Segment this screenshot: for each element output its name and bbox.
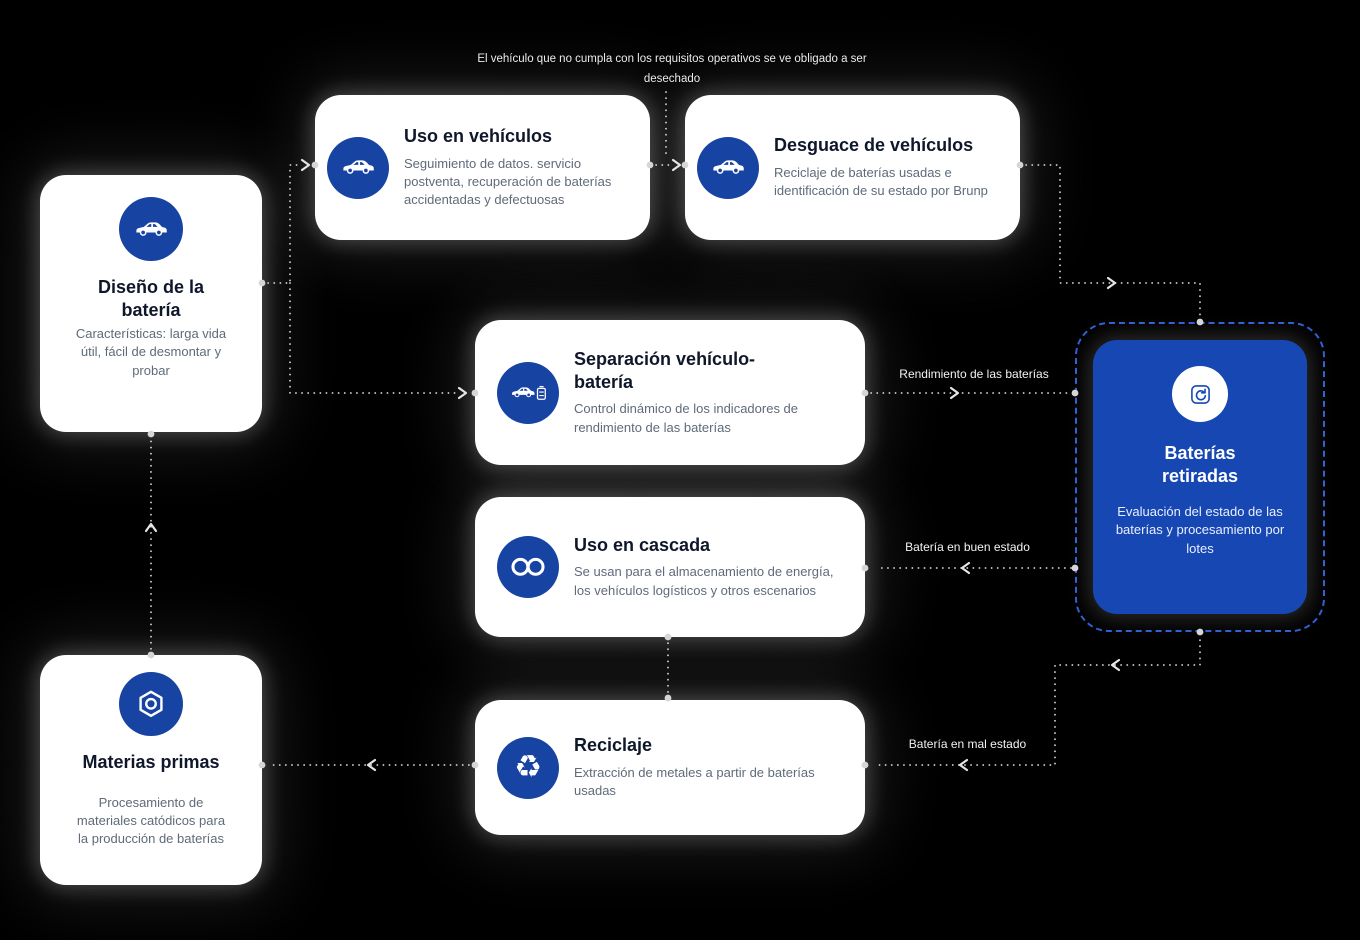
edge-desguace-to-retiradas bbox=[1019, 164, 1201, 317]
node-body: Control dinámico de los indicadores de r… bbox=[574, 401, 799, 435]
node-title: Baterías retiradas bbox=[1161, 443, 1239, 486]
node-materias-primas: Materias primas Procesamiento de materia… bbox=[40, 655, 262, 885]
node-body: Reciclaje de baterías usadas e identific… bbox=[774, 164, 988, 199]
arrow-up-icon bbox=[144, 522, 158, 533]
node-title: Uso en cascada bbox=[574, 534, 711, 555]
batch-recycle-icon bbox=[1172, 366, 1228, 422]
edge-label-buen-estado: Batería en buen estado bbox=[905, 540, 1030, 554]
node-desguace-vehiculos: Desguace de vehículos Reciclaje de bater… bbox=[685, 95, 1020, 240]
node-body: Características: larga vida útil, fácil … bbox=[75, 326, 227, 378]
node-body: Se usan para el almacenamiento de energí… bbox=[574, 564, 834, 598]
node-uso-en-cascada: Uso en cascada Se usan para el almacenam… bbox=[475, 497, 865, 637]
recycle-icon: ♻ bbox=[497, 736, 559, 799]
arrow-left-icon bbox=[366, 758, 377, 772]
car-icon bbox=[119, 197, 183, 261]
node-title: Desguace de vehículos bbox=[774, 135, 974, 156]
edge-diseno-to-separacion bbox=[289, 282, 459, 394]
arrow-right-icon bbox=[457, 386, 468, 400]
node-diseno-bateria: Diseño de la batería Características: la… bbox=[40, 175, 262, 432]
node-title: Reciclaje bbox=[574, 735, 653, 756]
retired-batteries-dashed-frame: Baterías retiradas Evaluación del estado… bbox=[1075, 322, 1325, 632]
edge-label-rendimiento: Rendimiento de las baterías bbox=[899, 367, 1049, 381]
annotation-vehicle-scrap: El vehículo que no cumpla con los requis… bbox=[477, 53, 867, 85]
car-icon bbox=[327, 136, 389, 199]
edge-label-mal-estado: Batería en mal estado bbox=[908, 737, 1027, 751]
node-body: Evaluación del estado de las baterías y … bbox=[1115, 504, 1285, 556]
recycle-glyph: ♻ bbox=[514, 749, 542, 785]
node-body: Extracción de metales a partir de baterí… bbox=[574, 764, 815, 799]
arrow-right-icon bbox=[671, 158, 682, 172]
node-body: Procesamiento de materiales catódicos pa… bbox=[76, 794, 226, 847]
arrow-left-icon bbox=[960, 561, 971, 575]
hexagon-icon bbox=[119, 672, 183, 736]
infinity-icon bbox=[497, 536, 559, 598]
node-title: Separación vehículo-batería bbox=[574, 349, 756, 392]
node-baterias-retiradas: Baterías retiradas Evaluación del estado… bbox=[1093, 340, 1307, 614]
arrow-right-icon bbox=[300, 158, 311, 172]
car-icon bbox=[697, 136, 759, 199]
node-uso-en-vehiculos: Uso en vehículos Seguimiento de datos. s… bbox=[315, 95, 650, 240]
node-reciclaje: ♻ Reciclaje Extracción de metales a part… bbox=[475, 700, 865, 835]
arrow-right-icon bbox=[949, 386, 960, 400]
arrow-left-icon bbox=[958, 758, 969, 772]
node-title: Materias primas bbox=[82, 752, 220, 772]
node-body: Seguimiento de datos. servicio postventa… bbox=[404, 155, 612, 208]
node-separacion-vehiculo-bateria: Separación vehículo-batería Control diná… bbox=[475, 320, 865, 465]
arrow-left-icon bbox=[1110, 658, 1121, 672]
car-battery-icon bbox=[497, 361, 559, 424]
node-title: Uso en vehículos bbox=[404, 126, 553, 147]
arrow-right-icon bbox=[1106, 276, 1117, 290]
arrowheads bbox=[144, 158, 1121, 772]
node-title: Diseño de la batería bbox=[97, 277, 205, 320]
connector-dots bbox=[147, 161, 1204, 769]
edge-diseno-to-uso bbox=[261, 164, 301, 284]
